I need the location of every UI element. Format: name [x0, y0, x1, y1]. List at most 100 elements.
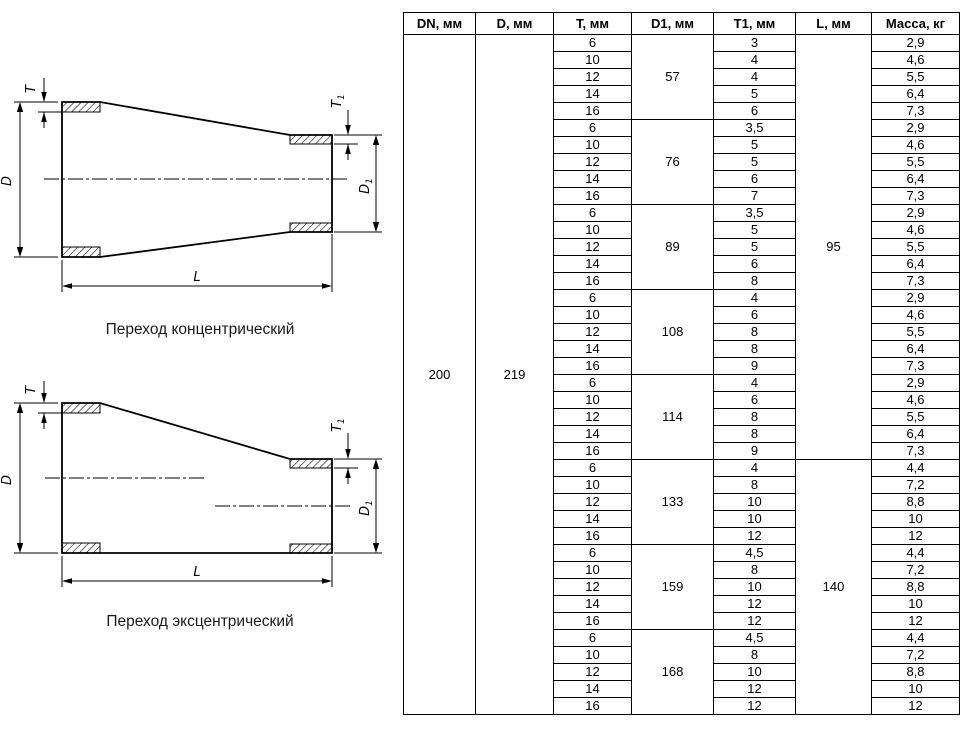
t1-cell: 6: [713, 170, 796, 188]
mass-cell: 4,4: [871, 544, 960, 562]
mass-cell: 6,4: [871, 170, 960, 188]
t-cell: 6: [553, 459, 632, 477]
t1-cell: 5: [713, 85, 796, 103]
mass-cell: 2,9: [871, 289, 960, 307]
t1-cell: 12: [713, 595, 796, 613]
mass-cell: 4,6: [871, 306, 960, 324]
eccentric-dim-labels: T D T1 D1 L: [0, 385, 375, 580]
t1-cell: 8: [713, 272, 796, 290]
t-cell: 14: [553, 425, 632, 443]
d-cell: 219: [475, 34, 554, 715]
t1-cell: 7: [713, 187, 796, 205]
t-cell: 10: [553, 51, 632, 69]
col-header-5: L, мм: [795, 12, 872, 35]
d1-cell: 89: [631, 204, 714, 290]
t-cell: 12: [553, 238, 632, 256]
table-row: 10 6 4,6: [404, 306, 960, 324]
t1-cell: 6: [713, 306, 796, 324]
t1-cell: 4: [713, 459, 796, 477]
col-header-3: D1, мм: [631, 12, 714, 35]
eccentric-figure: T D T1 D1 L Переход эксцентрический: [0, 377, 400, 631]
t-cell: 16: [553, 612, 632, 630]
col-header-1: D, мм: [475, 12, 554, 35]
t-cell: 16: [553, 357, 632, 375]
dim-label-d: D: [0, 176, 15, 186]
l-cell: 140: [795, 459, 872, 715]
t-cell: 6: [553, 119, 632, 137]
table-row: 16 12 12: [404, 697, 960, 715]
t-cell: 16: [553, 442, 632, 460]
mass-cell: 5,5: [871, 408, 960, 426]
t1-cell: 8: [713, 340, 796, 358]
mass-cell: 6,4: [871, 85, 960, 103]
t-cell: 14: [553, 340, 632, 358]
t1-cell: 10: [713, 578, 796, 596]
t1-cell: 3,5: [713, 119, 796, 137]
mass-cell: 12: [871, 697, 960, 715]
dim-label-l: L: [193, 270, 200, 285]
t1-cell: 6: [713, 391, 796, 409]
concentric-arrowheads: [16, 92, 380, 289]
mass-cell: 7,3: [871, 272, 960, 290]
mass-cell: 2,9: [871, 34, 960, 52]
t-cell: 16: [553, 697, 632, 715]
t1-cell: 8: [713, 561, 796, 579]
t1-cell: 8: [713, 408, 796, 426]
mass-cell: 5,5: [871, 68, 960, 86]
mass-cell: 8,8: [871, 493, 960, 511]
t-cell: 6: [553, 374, 632, 392]
table-row: 16 8 7,3: [404, 272, 960, 290]
t-cell: 16: [553, 187, 632, 205]
t1-cell: 6: [713, 102, 796, 120]
t-cell: 16: [553, 272, 632, 290]
t1-cell: 10: [713, 493, 796, 511]
mass-cell: 7,3: [871, 442, 960, 460]
t1-cell: 8: [713, 646, 796, 664]
concentric-figure: T D T1 D1 L Переход концентрический: [0, 70, 400, 339]
t-cell: 10: [553, 391, 632, 409]
t-cell: 14: [553, 255, 632, 273]
t-cell: 10: [553, 306, 632, 324]
mass-cell: 5,5: [871, 153, 960, 171]
t1-cell: 5: [713, 238, 796, 256]
dim-label-t: T: [24, 84, 39, 93]
mass-cell: 7,2: [871, 476, 960, 494]
t1-cell: 4: [713, 51, 796, 69]
t1-cell: 10: [713, 510, 796, 528]
t1-cell: 6: [713, 255, 796, 273]
t-cell: 10: [553, 476, 632, 494]
t-cell: 12: [553, 493, 632, 511]
mass-cell: 4,6: [871, 391, 960, 409]
t-cell: 10: [553, 136, 632, 154]
mass-cell: 7,3: [871, 357, 960, 375]
t1-cell: 12: [713, 697, 796, 715]
t1-cell: 3: [713, 34, 796, 52]
wall-hatch: [289, 134, 333, 145]
t-cell: 16: [553, 102, 632, 120]
mass-cell: 7,3: [871, 187, 960, 205]
wall-hatch: [61, 402, 101, 414]
t-cell: 12: [553, 578, 632, 596]
dim-label-t1: T1: [330, 418, 347, 432]
wall-hatch: [61, 101, 101, 113]
t-cell: 14: [553, 595, 632, 613]
t1-cell: 8: [713, 323, 796, 341]
t-cell: 12: [553, 68, 632, 86]
